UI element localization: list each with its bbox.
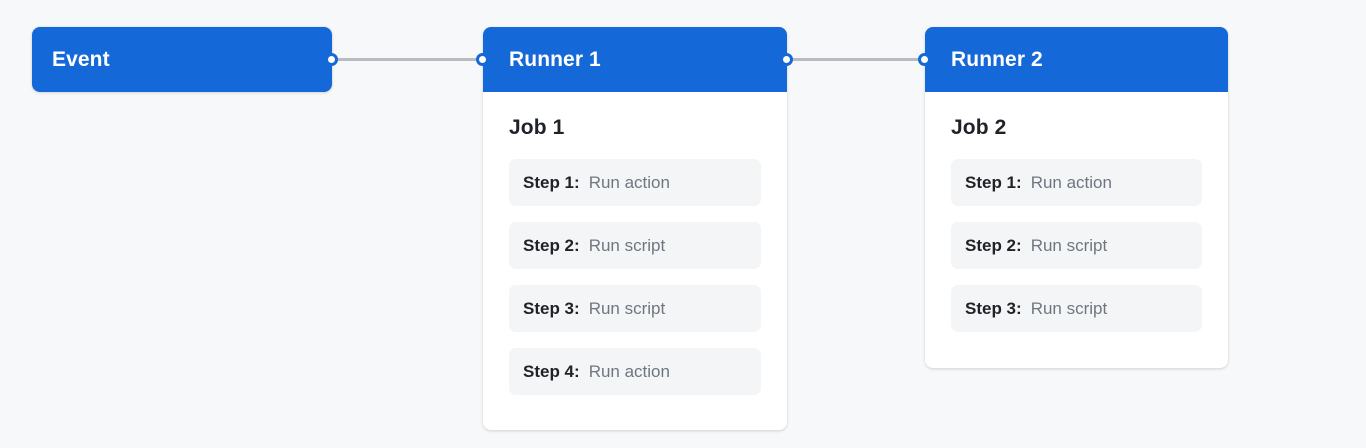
step-row[interactable]: Step 1: Run action (951, 159, 1202, 206)
step-action: Run script (1030, 298, 1108, 318)
step-key: Step 3: (965, 298, 1022, 318)
step-action: Run script (1030, 235, 1108, 255)
step-action: Run script (588, 298, 666, 318)
node-event[interactable]: Event (32, 27, 332, 92)
runner-1-header: Runner 1 (483, 27, 787, 92)
step-action: Run action (588, 361, 670, 381)
runner-1-step-list: Step 1: Run action Step 2: Run script St… (509, 159, 761, 419)
step-row[interactable]: Step 3: Run script (951, 285, 1202, 332)
step-row[interactable]: Step 1: Run action (509, 159, 761, 206)
port-event-output[interactable] (325, 53, 338, 66)
runner-2-job-title: Job 2 (951, 116, 1007, 139)
step-row[interactable]: Step 3: Run script (509, 285, 761, 332)
step-key: Step 2: (965, 235, 1022, 255)
runner-1-title: Runner 1 (509, 47, 601, 71)
event-label: Event (52, 47, 110, 71)
step-action: Run script (588, 235, 666, 255)
step-row[interactable]: Step 2: Run script (951, 222, 1202, 269)
step-action: Run action (1030, 172, 1112, 192)
runner-1-body: Job 1 Step 1: Run action Step 2: Run scr… (483, 92, 787, 419)
step-key: Step 3: (523, 298, 580, 318)
port-runner-1-output[interactable] (780, 53, 793, 66)
step-action: Run action (588, 172, 670, 192)
step-key: Step 2: (523, 235, 580, 255)
runner-2-step-list: Step 1: Run action Step 2: Run script St… (951, 159, 1202, 356)
runner-2-body: Job 2 Step 1: Run action Step 2: Run scr… (925, 92, 1228, 356)
step-key: Step 4: (523, 361, 580, 381)
runner-2-header: Runner 2 (925, 27, 1228, 92)
step-key: Step 1: (965, 172, 1022, 192)
node-runner-1[interactable]: Runner 1 Job 1 Step 1: Run action Step 2… (483, 27, 787, 430)
port-runner-1-input[interactable] (476, 53, 489, 66)
node-runner-2[interactable]: Runner 2 Job 2 Step 1: Run action Step 2… (925, 27, 1228, 368)
step-row[interactable]: Step 2: Run script (509, 222, 761, 269)
step-row[interactable]: Step 4: Run action (509, 348, 761, 395)
step-key: Step 1: (523, 172, 580, 192)
runner-1-job-title: Job 1 (509, 116, 565, 139)
runner-2-title: Runner 2 (951, 47, 1043, 71)
port-runner-2-input[interactable] (918, 53, 931, 66)
